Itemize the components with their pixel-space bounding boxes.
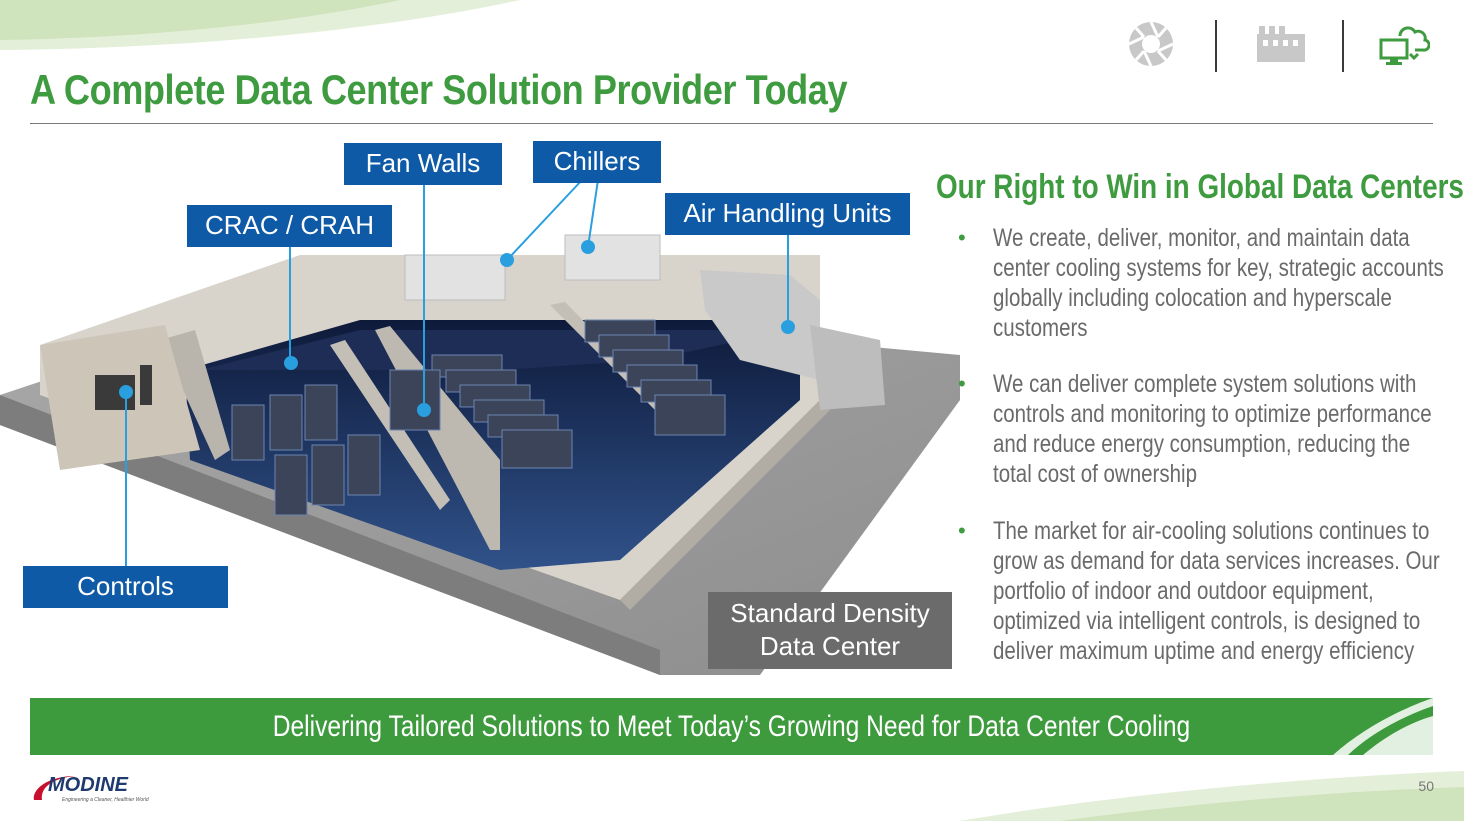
data-center-illustration — [0, 179, 960, 675]
bullet-dot: • — [958, 518, 966, 543]
decorative-swoosh-bottom — [960, 771, 1464, 821]
callout-air-handling-units: Air Handling Units — [665, 193, 910, 235]
callout-crac-crah: CRAC / CRAH — [187, 205, 392, 247]
bullet-item: • We create, deliver, monitor, and maint… — [958, 223, 1458, 343]
standard-density-line2: Data Center — [759, 631, 901, 661]
bullet-text: We can deliver complete system solutions… — [993, 370, 1432, 488]
right-panel-heading: Our Right to Win in Global Data Centers — [936, 168, 1464, 206]
bullet-text: We create, deliver, monitor, and maintai… — [993, 224, 1444, 342]
decorative-swoosh-top — [0, 0, 520, 50]
bullet-dot: • — [958, 225, 966, 250]
standard-density-label: Standard Density Data Center — [708, 592, 952, 669]
callout-fan-walls: Fan Walls — [344, 143, 502, 185]
logo-wordmark: MODINE — [48, 774, 129, 796]
factory-icon — [1257, 26, 1305, 62]
icon-separator — [1215, 20, 1217, 72]
bullet-dot: • — [958, 371, 966, 396]
icon-separator — [1342, 20, 1344, 72]
bullet-item: • We can deliver complete system solutio… — [958, 369, 1458, 489]
bullet-item: • The market for air-cooling solutions c… — [958, 516, 1458, 696]
page-title: A Complete Data Center Solution Provider… — [30, 66, 848, 113]
callout-controls: Controls — [23, 566, 228, 608]
callout-chillers: Chillers — [533, 141, 661, 183]
cloud-monitor-icon — [1379, 26, 1430, 65]
title-divider — [30, 123, 1433, 124]
footer-banner: Delivering Tailored Solutions to Meet To… — [30, 698, 1433, 755]
banner-swoosh — [1333, 698, 1433, 755]
aperture-icon — [1128, 21, 1174, 67]
banner-text: Delivering Tailored Solutions to Meet To… — [272, 710, 1191, 743]
bullet-text: The market for air-cooling solutions con… — [993, 517, 1440, 665]
banner-text-wrap: Delivering Tailored Solutions to Meet To… — [30, 698, 1433, 755]
standard-density-line1: Standard Density — [730, 598, 930, 628]
modine-logo: MODINE Engineering a Cleaner, Healthier … — [33, 774, 149, 803]
page-number: 50 — [1418, 778, 1434, 794]
logo-tagline: Engineering a Cleaner, Healthier World — [62, 797, 149, 803]
